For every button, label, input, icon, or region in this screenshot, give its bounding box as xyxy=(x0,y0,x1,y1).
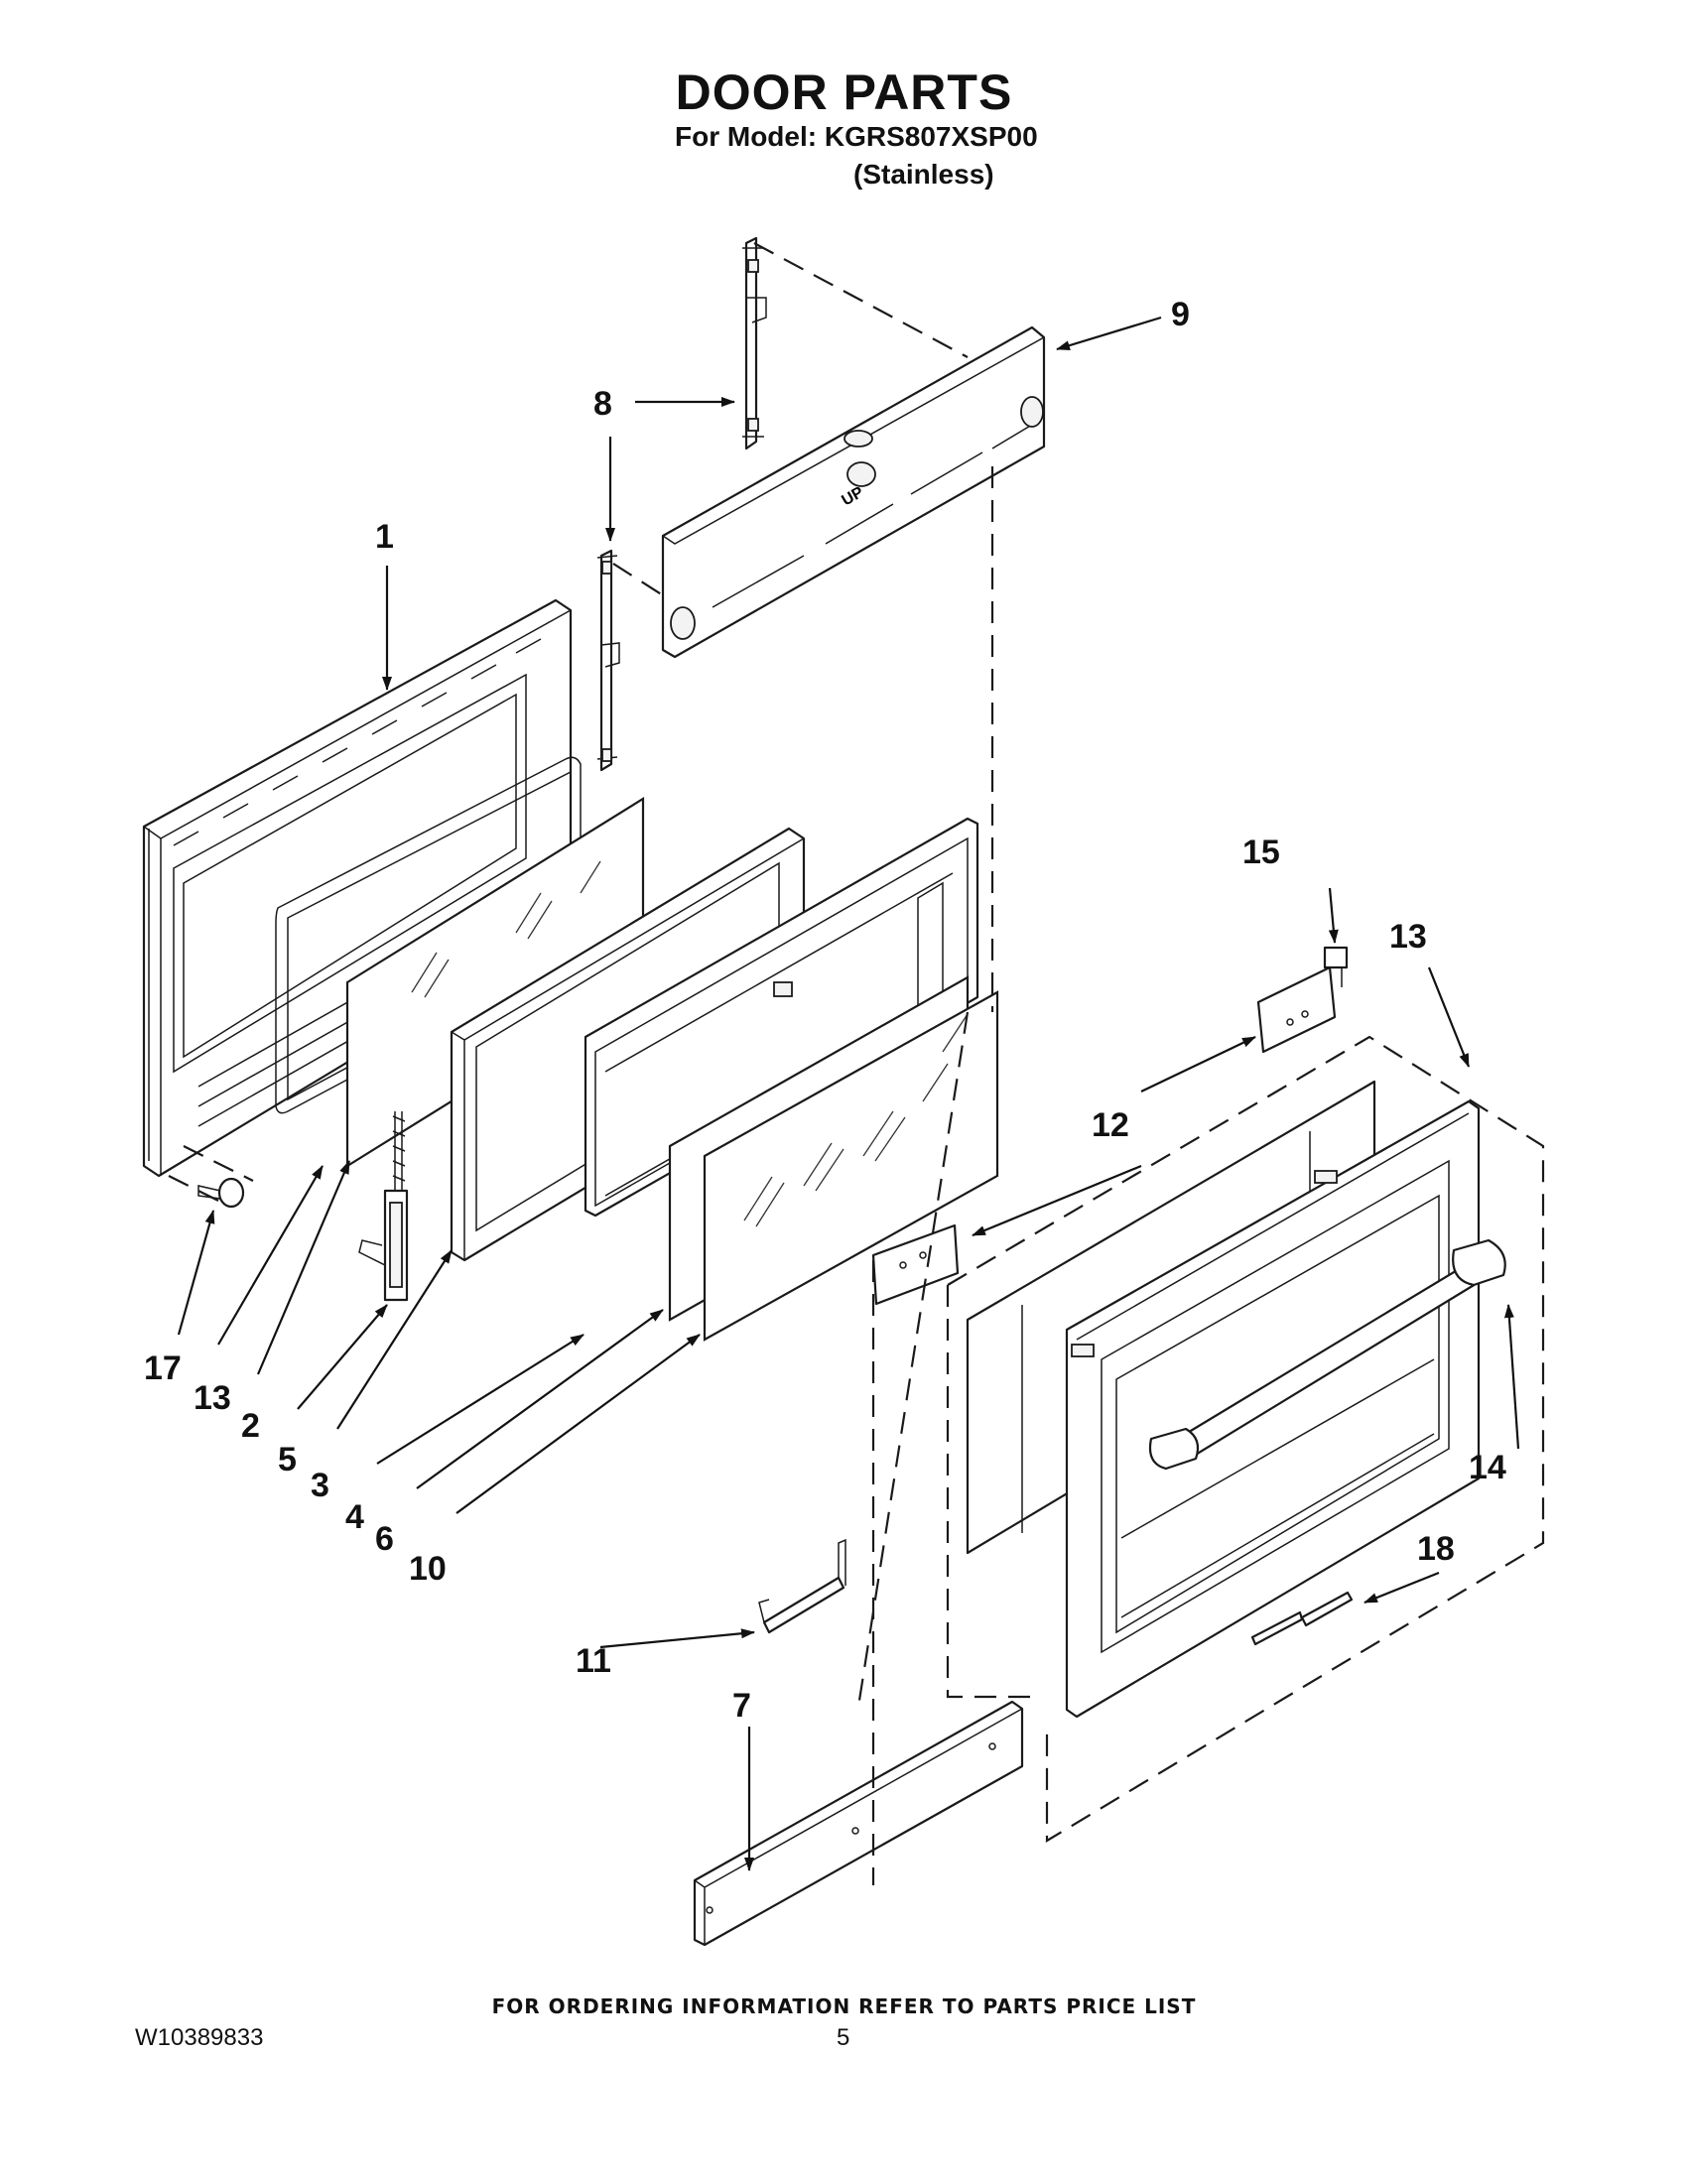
guide-line xyxy=(168,1145,254,1202)
part-17-screw xyxy=(197,1177,245,1209)
callout-3: 3 xyxy=(311,1467,329,1504)
part-16-screw xyxy=(1323,946,1349,987)
callout-13-label: 13 xyxy=(194,1379,231,1417)
finish-line: (Stainless) xyxy=(853,159,994,190)
callout-7: 7 xyxy=(732,1687,751,1725)
callout-12: 12 xyxy=(1092,1106,1129,1144)
document-number: W10389833 xyxy=(135,2024,264,2051)
part-5-hinge xyxy=(358,1111,409,1302)
guide-line xyxy=(612,563,664,596)
part-9-door-top-trim xyxy=(661,325,1046,659)
callout-8-upper: 8 xyxy=(593,385,612,423)
part-12-hinge-receiver-lower xyxy=(871,1223,960,1306)
part-14-outer-door xyxy=(1065,1099,1481,1719)
part-14-assembly-boundary xyxy=(946,1035,1545,1843)
callout-17: 17 xyxy=(144,1349,182,1387)
part-8-upper-bracket xyxy=(742,236,767,450)
callout-11: 11 xyxy=(576,1642,611,1680)
callout-14: 13 xyxy=(1389,918,1427,956)
guide-line xyxy=(856,466,994,1708)
part-1-inner-door xyxy=(142,598,573,1178)
callout-6: 6 xyxy=(375,1520,394,1558)
callout-5: 5 xyxy=(278,1441,297,1478)
callout-15: 14 xyxy=(1469,1449,1506,1486)
leader-arrows xyxy=(177,316,1520,1871)
part-10-glass xyxy=(703,990,999,1342)
callout-2: 2 xyxy=(241,1407,260,1445)
part-7-bottom-trim xyxy=(693,1700,1024,1947)
callout-9: 9 xyxy=(1171,296,1190,333)
callout-16: 15 xyxy=(1242,834,1280,871)
part-12-hinge-receiver-upper xyxy=(1256,965,1337,1054)
page-number: 5 xyxy=(837,2024,850,2051)
part-15-handle xyxy=(1148,1238,1506,1471)
callout-18: 18 xyxy=(1417,1530,1455,1568)
part-18-badge xyxy=(1250,1591,1354,1646)
part-8-lower-bracket xyxy=(596,549,620,772)
part-11-bracket xyxy=(758,1538,846,1634)
page-title: DOOR PARTS xyxy=(675,64,1013,120)
model-line: For Model: KGRS807XSP00 xyxy=(675,121,1038,152)
ordering-note: FOR ORDERING INFORMATION REFER TO PARTS … xyxy=(491,1994,1197,2018)
callout-4: 4 xyxy=(345,1498,364,1536)
callout-1: 1 xyxy=(375,518,394,556)
guide-line xyxy=(753,242,969,358)
callout-10: 10 xyxy=(409,1550,447,1588)
